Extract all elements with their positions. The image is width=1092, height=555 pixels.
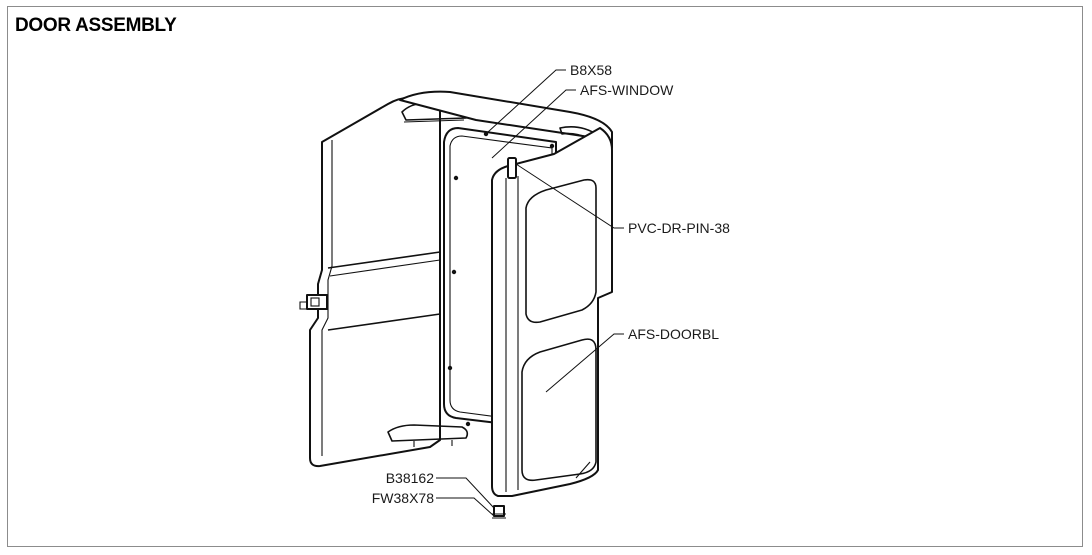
leader-lines	[436, 69, 624, 517]
right-door-panel	[491, 127, 613, 497]
diagram-title: DOOR ASSEMBLY	[15, 15, 177, 36]
callout-hinge-bolt: B38162	[386, 470, 434, 486]
hinge-hardware	[492, 505, 506, 519]
callout-pin: PVC-DR-PIN-38	[628, 220, 730, 236]
side-latch	[299, 294, 328, 310]
window-bolts	[447, 131, 555, 427]
bolt-dot	[447, 365, 453, 371]
leader-pin	[515, 163, 624, 229]
leader-washer	[436, 497, 495, 517]
callout-bolt: B8X58	[570, 62, 612, 78]
door-pin	[507, 157, 517, 179]
bolt-dot	[465, 421, 471, 427]
callout-window: AFS-WINDOW	[580, 82, 674, 98]
callout-washer: FW38X78	[372, 490, 434, 506]
leader-door	[545, 333, 624, 393]
bolt-dot	[451, 269, 457, 275]
leader-window	[491, 89, 576, 159]
leader-bolt	[487, 69, 566, 133]
bolt-dot	[549, 143, 555, 149]
bolt-dot	[453, 175, 459, 181]
leader-hinge-bolt	[436, 477, 495, 509]
bolt-dot	[483, 131, 489, 137]
callout-door: AFS-DOORBL	[628, 326, 719, 342]
